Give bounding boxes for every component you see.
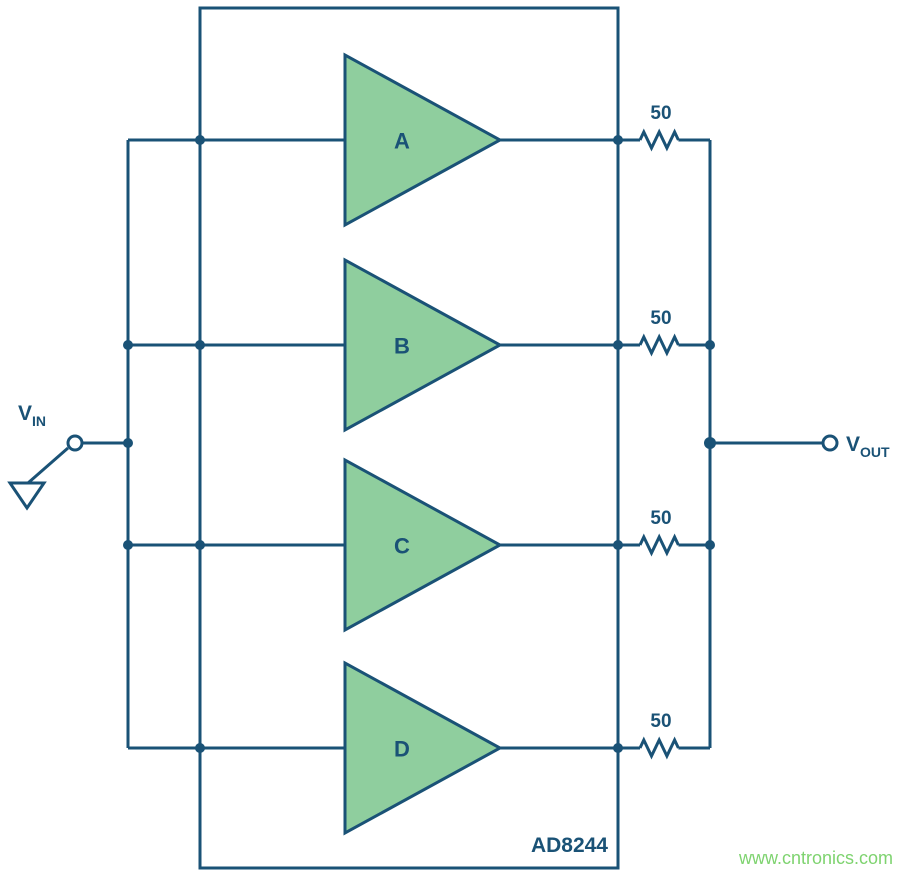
resistor-b-value: 50 — [650, 308, 671, 329]
ground-icon — [7, 481, 47, 511]
junction-dot — [705, 540, 715, 550]
amplifier-c-triangle — [343, 457, 504, 633]
amplifier-d-triangle — [343, 660, 504, 836]
amplifier-b-triangle — [343, 257, 504, 433]
resistor-a-value: 50 — [650, 103, 671, 124]
vin-label-main: V — [18, 402, 32, 425]
watermark-text: www.cntronics.com — [738, 848, 893, 868]
resistor-c-icon — [638, 533, 680, 557]
chip-boundary-box — [198, 6, 620, 870]
resistor-d-value: 50 — [650, 711, 671, 732]
vout-label-main: V — [846, 433, 860, 456]
channel-a: A 50 — [128, 52, 710, 228]
channel-c: C 50 — [123, 457, 715, 633]
amplifier-c-label: C — [394, 534, 410, 559]
junction-dot — [195, 340, 205, 350]
vin-label: VIN — [18, 402, 46, 429]
resistor-d-icon — [638, 736, 680, 760]
junction-dot — [195, 743, 205, 753]
junction-dot — [613, 135, 623, 145]
amplifier-a-label: A — [394, 129, 410, 154]
vout-terminal — [821, 434, 839, 452]
vin-label-sub: IN — [32, 413, 46, 429]
vout-label: VOUT — [846, 433, 890, 460]
vout-label-sub: OUT — [860, 444, 890, 460]
resistor-b-icon — [638, 333, 680, 357]
junction-dot — [123, 540, 133, 550]
junction-dot — [123, 340, 133, 350]
junction-dot — [195, 135, 205, 145]
channel-d: D 50 — [128, 660, 710, 836]
amplifier-d-label: D — [394, 737, 410, 762]
channel-b: B 50 — [123, 257, 715, 433]
junction-dot — [613, 540, 623, 550]
vin-terminal — [66, 434, 84, 452]
junction-dot — [705, 340, 715, 350]
amplifier-b-label: B — [394, 334, 410, 359]
junction-dot — [123, 438, 133, 448]
resistor-c-value: 50 — [650, 508, 671, 529]
input-ground-wire — [27, 446, 69, 485]
junction-dot — [704, 437, 716, 449]
junction-dot — [613, 743, 623, 753]
junction-dot — [613, 340, 623, 350]
part-number-label: AD8244 — [531, 834, 608, 857]
junction-dot — [195, 540, 205, 550]
amplifier-a-triangle — [343, 52, 504, 228]
resistor-a-icon — [638, 128, 680, 152]
